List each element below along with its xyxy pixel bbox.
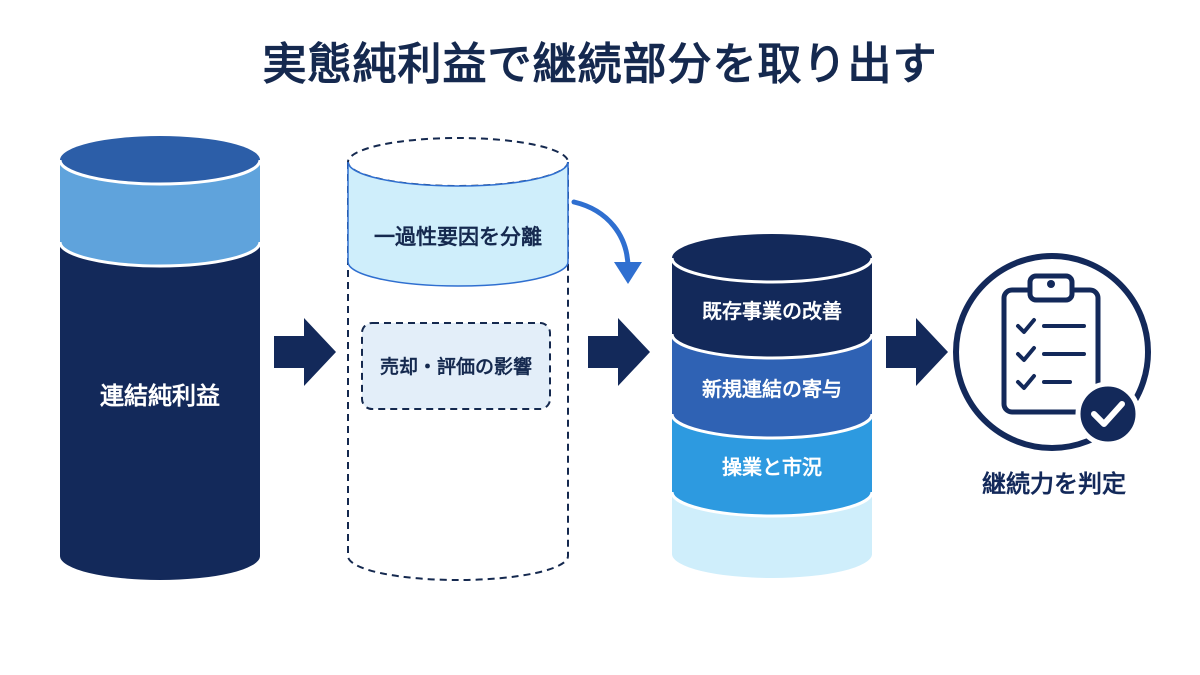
cylinder-separation: 一過性要因を分離 売却・評価の影響 [347, 137, 569, 581]
cylinder-total-divider [58, 241, 262, 268]
page-title: 実態純利益で継続部分を取り出す [262, 39, 938, 90]
sale-valuation-label: 売却・評価の影響 [380, 355, 532, 378]
cylinder-total-profit: 連結純利益 [58, 136, 262, 580]
cylinder-total-label: 連結純利益 [100, 382, 220, 410]
clipboard-check-icon [953, 253, 1151, 451]
layer-market-band [672, 414, 872, 516]
cylinder-continuing-top [672, 234, 872, 282]
layer-market-label: 操業と市況 [722, 455, 822, 479]
layer-new-consolidation-label: 新規連結の寄与 [702, 377, 842, 401]
cylinder-total-top [60, 136, 260, 184]
cylinder-total-body [60, 160, 260, 580]
cylinder-total-top-band [60, 160, 260, 266]
curved-arrow-icon [571, 199, 642, 284]
layer-existing-band [672, 258, 872, 358]
arrow-right-icon [274, 318, 336, 386]
sale-valuation-box [361, 322, 551, 410]
arrow-right-icon [588, 318, 650, 386]
layer-existing-label: 既存事業の改善 [702, 299, 842, 323]
one-time-label: 一過性要因を分離 [374, 225, 542, 249]
result-label: 継続力を判定 [982, 470, 1126, 498]
arrow-right-icon [886, 318, 948, 386]
one-time-band [347, 161, 569, 287]
cylinder-separation-outline [347, 162, 569, 581]
cylinder-continuing: 既存事業の改善 新規連結の寄与 操業と市況 [670, 234, 874, 578]
layer-new-consolidation-band [672, 334, 872, 438]
